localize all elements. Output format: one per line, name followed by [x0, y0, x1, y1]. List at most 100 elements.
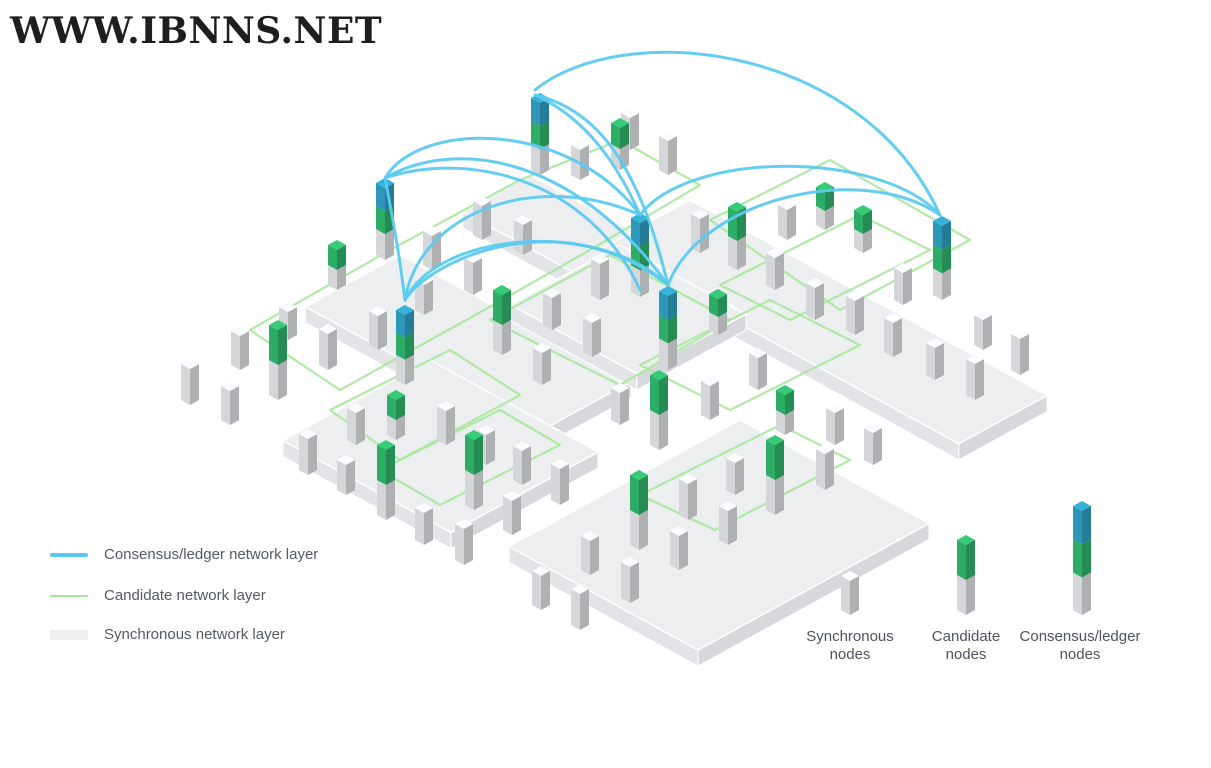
node-top-face	[709, 289, 727, 299]
sync-node	[532, 566, 550, 610]
node-right-face	[639, 510, 648, 550]
node-top-face	[543, 288, 561, 298]
node-right-face	[474, 435, 483, 475]
node-left-face	[816, 206, 825, 230]
node-right-face	[942, 221, 951, 250]
sync-node	[726, 453, 744, 495]
node-right-face	[679, 531, 688, 570]
node-left-face	[650, 375, 659, 415]
node-top-face	[514, 215, 532, 225]
node-left-face	[778, 205, 787, 240]
consensus-node	[396, 305, 414, 385]
node-top-face	[299, 429, 317, 439]
sync-node	[513, 441, 531, 485]
node-left-face	[396, 332, 405, 360]
node-right-face	[659, 410, 668, 450]
node-left-face	[826, 408, 835, 445]
node-right-face	[855, 296, 864, 335]
sync-node	[543, 288, 561, 330]
node-top-face	[846, 291, 864, 301]
node-top-face	[493, 285, 511, 295]
sync-node	[455, 519, 473, 565]
node-right-face	[542, 348, 551, 385]
node-left-face	[766, 475, 775, 515]
watermark: WWW.IBNNS.NET	[10, 10, 383, 52]
sync-node	[437, 401, 455, 445]
candidate-node	[630, 470, 648, 550]
node-right-face	[1082, 506, 1091, 545]
node-right-face	[396, 395, 405, 420]
consensus-node	[531, 93, 549, 175]
consensus-link	[403, 240, 670, 302]
node-right-face	[580, 145, 589, 180]
node-right-face	[893, 318, 902, 357]
node-right-face	[639, 475, 648, 515]
node-left-face	[415, 508, 424, 545]
node-top-face	[415, 503, 433, 513]
node-left-face	[726, 458, 735, 495]
node-right-face	[590, 536, 599, 575]
node-top-face	[503, 491, 521, 501]
node-right-face	[1082, 572, 1091, 615]
node-left-face	[806, 283, 815, 320]
node-left-face	[894, 268, 903, 305]
node-right-face	[240, 331, 249, 370]
candidate-link	[718, 213, 932, 322]
node-right-face	[552, 293, 561, 330]
node-top-face	[659, 286, 677, 296]
node-top-face	[726, 453, 744, 463]
node-top-face	[583, 313, 601, 323]
node-top-face	[728, 202, 746, 212]
sync-node	[691, 209, 709, 253]
node-left-face	[503, 496, 512, 535]
node-left-face	[531, 144, 540, 175]
node-left-face	[709, 294, 718, 317]
sync-node	[611, 383, 629, 425]
node-right-face	[863, 210, 872, 234]
node-left-face	[531, 121, 540, 150]
candidate-node	[957, 535, 975, 615]
node-right-face	[512, 496, 521, 535]
node-right-face	[640, 265, 649, 297]
node-right-face	[983, 315, 992, 350]
node-left-face	[387, 395, 396, 420]
node-right-face	[1020, 334, 1029, 375]
node-left-face	[396, 310, 405, 338]
node-left-face	[531, 98, 540, 127]
node-right-face	[337, 245, 346, 270]
sync-node	[841, 571, 859, 615]
consensus-nodes-label: Consensus/ledger nodes	[1019, 628, 1141, 663]
node-right-face	[385, 229, 394, 260]
node-right-face	[775, 475, 784, 515]
node-top-face	[933, 216, 951, 226]
node-top-face	[319, 324, 337, 334]
sync-node	[621, 557, 639, 603]
consensus-link	[383, 176, 407, 302]
candidate-node	[854, 205, 872, 253]
node-top-face	[701, 376, 719, 386]
node-right-face	[405, 310, 414, 338]
node-top-face	[231, 326, 249, 336]
platform-top	[281, 359, 600, 534]
node-left-face	[543, 293, 552, 330]
sync-node	[679, 474, 697, 520]
sync-node	[347, 403, 365, 445]
node-top-face	[679, 474, 697, 484]
node-top-face	[621, 108, 639, 118]
sync-node	[974, 310, 992, 350]
node-left-face	[659, 291, 668, 320]
node-right-face	[758, 353, 767, 390]
node-right-face	[975, 359, 984, 400]
node-top-face	[884, 313, 902, 323]
node-top-face	[766, 248, 784, 258]
node-left-face	[415, 280, 424, 315]
legend-candidate: Candidate network layer	[50, 587, 266, 604]
candidate-node	[766, 435, 784, 515]
node-left-face	[766, 440, 775, 480]
candidate-node	[465, 430, 483, 510]
sync-node	[806, 278, 824, 320]
consensus-network-layer	[383, 50, 942, 302]
node-right-face	[630, 113, 639, 150]
sync-node	[719, 501, 737, 545]
